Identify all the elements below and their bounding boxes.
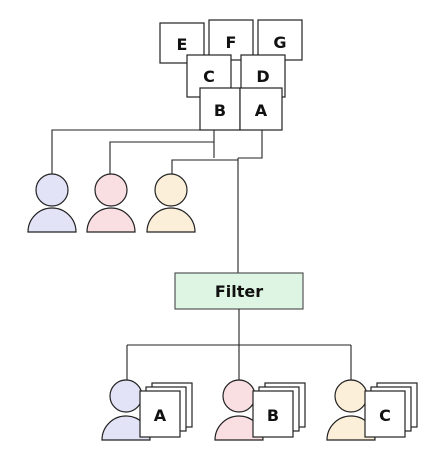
doc-box-d-label: D — [256, 67, 269, 86]
doc-box-e-label: E — [177, 35, 188, 54]
doc-card-c — [364, 390, 406, 438]
output-a: A — [101, 379, 193, 441]
output-c-label: C — [379, 406, 391, 425]
filter-node: Filter — [174, 272, 304, 310]
filter-box — [174, 272, 304, 310]
doc-box-b-label: B — [214, 101, 226, 120]
output-a-label: A — [154, 406, 167, 425]
doc-box-g-label: G — [273, 33, 286, 52]
doc-card-a — [139, 390, 181, 438]
outputs: A B C — [101, 379, 418, 441]
doc-card-b — [252, 390, 294, 438]
output-b: B — [214, 379, 306, 441]
doc-box-c-label: C — [203, 67, 215, 86]
user-icon — [146, 173, 196, 233]
doc-box-b — [199, 87, 241, 131]
doc-box-a-label: A — [255, 101, 268, 120]
doc-box-g — [257, 19, 303, 61]
user-icon — [27, 173, 77, 233]
bottom-wiring — [126, 309, 352, 382]
output-b-label: B — [267, 406, 279, 425]
top-users — [27, 173, 196, 233]
doc-box-a — [239, 87, 283, 131]
doc-box-f — [208, 19, 254, 61]
output-c: C — [326, 379, 418, 441]
doc-box-f-label: F — [226, 33, 237, 52]
user-icon — [86, 173, 136, 233]
filter-label: Filter — [215, 282, 263, 301]
top-box-stack: E F G C D B A — [159, 19, 303, 131]
